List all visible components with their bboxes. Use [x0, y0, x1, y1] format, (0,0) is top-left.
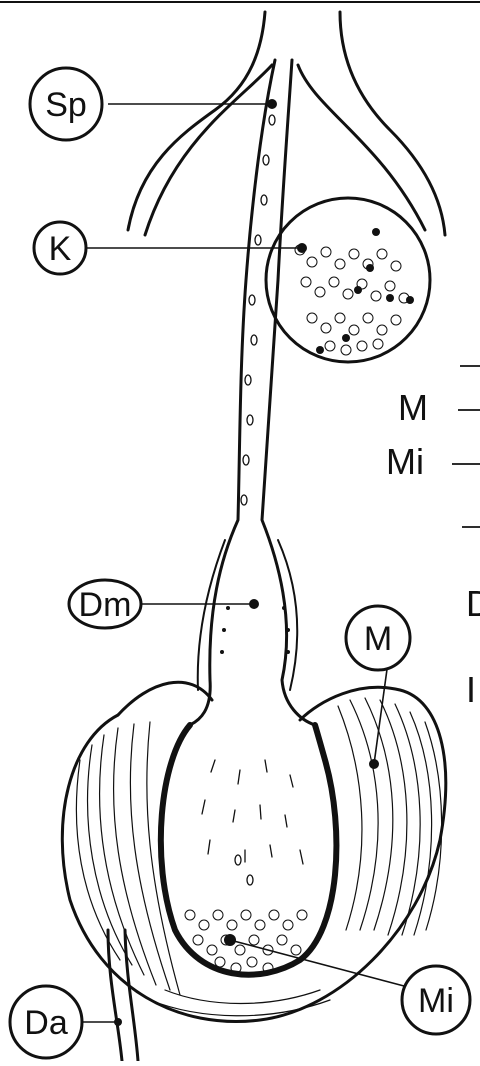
callout-label-dm: Dm: [79, 586, 132, 624]
dark-nuclei: [220, 228, 414, 654]
da-duct-left: [108, 930, 122, 1061]
muscle-sac-outer: [62, 687, 445, 1021]
side-label-i: I: [466, 669, 476, 710]
side-legend-lines: [452, 366, 480, 527]
muscle-sac-top-left: [118, 682, 212, 715]
callout-label-da: Da: [24, 1004, 68, 1042]
side-label-mi: Mi: [386, 441, 424, 482]
callout-label-k: K: [49, 230, 72, 268]
duct-outer-right: [278, 540, 297, 690]
side-label-d: D: [466, 583, 480, 624]
sperm-cells: [235, 115, 275, 885]
leader-dots: [114, 99, 379, 1026]
muscle-fibers: [76, 698, 441, 1016]
reservoir-wall: [161, 725, 337, 975]
callout-label-sp: Sp: [45, 86, 87, 124]
leader-lines: [82, 104, 404, 1022]
duct-right-wall: [262, 60, 315, 725]
leader-mi: [230, 940, 404, 986]
vessel-left-outer: [128, 12, 265, 230]
reservoir-hatching: [202, 760, 303, 864]
vessel-right-outer: [340, 12, 445, 235]
da-duct-right: [125, 930, 138, 1061]
side-label-m: M: [398, 387, 428, 428]
callout-label-m: M: [364, 620, 392, 658]
callout-label-mi: Mi: [418, 982, 454, 1020]
